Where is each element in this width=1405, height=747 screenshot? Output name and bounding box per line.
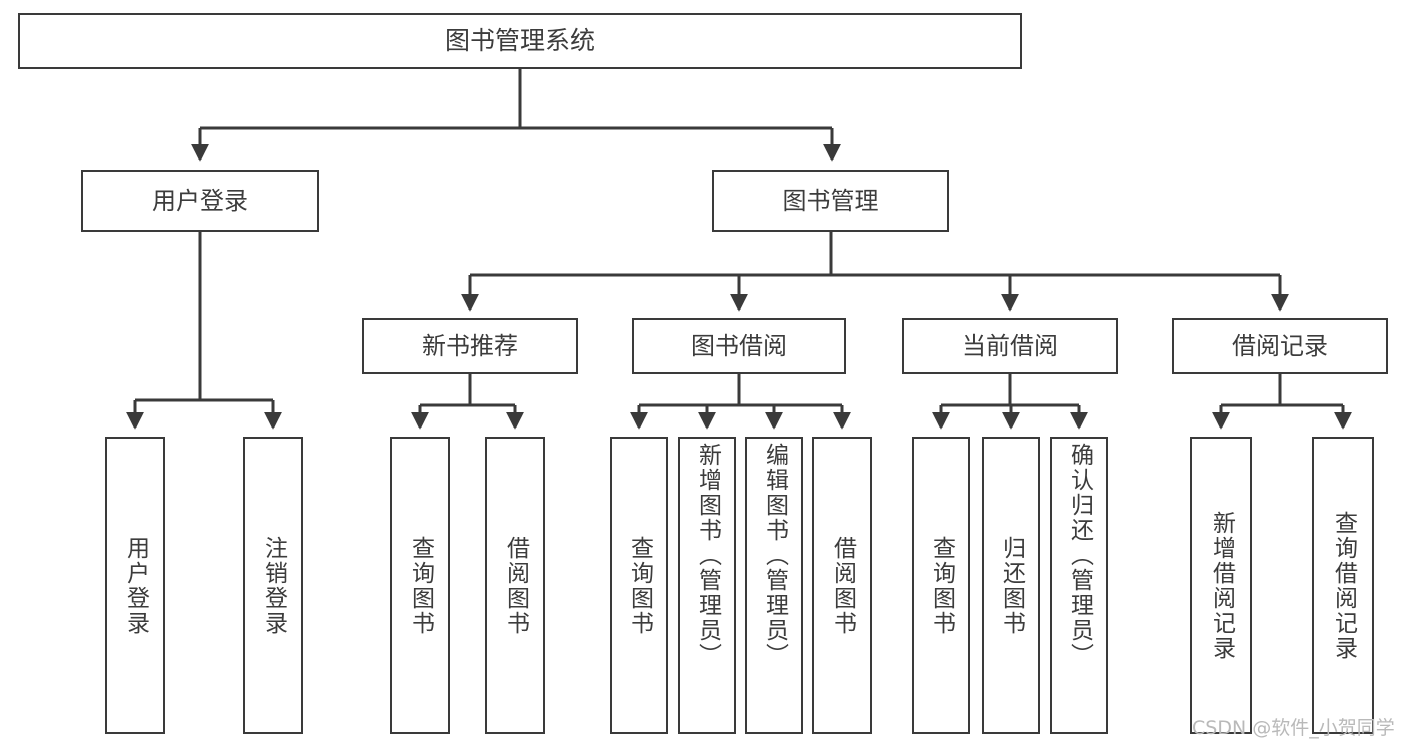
- node-borrow-record-label: 借阅记录: [1232, 331, 1328, 360]
- node-book-borrow-label: 图书借阅: [691, 331, 787, 360]
- node-user-login[interactable]: 用户登录: [81, 170, 319, 232]
- leaf-return-book[interactable]: 归还图书: [982, 437, 1040, 734]
- leaf-query-book-borrow-label: 查询图书: [626, 535, 653, 636]
- leaf-query-book-current-label: 查询图书: [928, 535, 955, 636]
- node-book-borrow[interactable]: 图书借阅: [632, 318, 846, 374]
- leaf-user-login[interactable]: 用户登录: [105, 437, 165, 734]
- node-current-borrow[interactable]: 当前借阅: [902, 318, 1118, 374]
- node-book-management[interactable]: 图书管理: [712, 170, 949, 232]
- node-user-login-label: 用户登录: [152, 186, 248, 215]
- leaf-edit-book-admin-label: 编辑图书（管理员）: [761, 443, 788, 668]
- leaf-query-borrow-record-label: 查询借阅记录: [1330, 510, 1357, 661]
- leaf-add-borrow-record[interactable]: 新增借阅记录: [1190, 437, 1252, 734]
- leaf-user-login-label: 用户登录: [122, 535, 149, 636]
- node-current-borrow-label: 当前借阅: [962, 331, 1058, 360]
- leaf-confirm-return-admin[interactable]: 确认归还（管理员）: [1050, 437, 1108, 734]
- node-new-book-recommend[interactable]: 新书推荐: [362, 318, 578, 374]
- leaf-logout-label: 注销登录: [260, 535, 287, 636]
- leaf-borrow-book-label: 借阅图书: [829, 535, 856, 636]
- node-new-book-recommend-label: 新书推荐: [422, 331, 518, 360]
- leaf-borrow-book-recommend[interactable]: 借阅图书: [485, 437, 545, 734]
- leaf-edit-book-admin[interactable]: 编辑图书（管理员）: [745, 437, 803, 734]
- node-root-label: 图书管理系统: [444, 26, 595, 56]
- leaf-borrow-book[interactable]: 借阅图书: [812, 437, 872, 734]
- leaf-query-borrow-record[interactable]: 查询借阅记录: [1312, 437, 1374, 734]
- node-book-management-label: 图书管理: [782, 186, 879, 215]
- leaf-add-book-admin-label: 新增图书（管理员）: [694, 443, 721, 668]
- leaf-query-book-borrow[interactable]: 查询图书: [610, 437, 668, 734]
- node-borrow-record[interactable]: 借阅记录: [1172, 318, 1388, 374]
- leaf-add-borrow-record-label: 新增借阅记录: [1208, 510, 1235, 661]
- leaf-confirm-return-admin-label: 确认归还（管理员）: [1066, 443, 1093, 668]
- leaf-add-book-admin[interactable]: 新增图书（管理员）: [678, 437, 736, 734]
- leaf-query-book-recommend[interactable]: 查询图书: [390, 437, 450, 734]
- node-root[interactable]: 图书管理系统: [18, 13, 1022, 69]
- leaf-borrow-book-recommend-label: 借阅图书: [502, 535, 529, 636]
- leaf-query-book-current[interactable]: 查询图书: [912, 437, 970, 734]
- leaf-query-book-recommend-label: 查询图书: [407, 535, 434, 636]
- leaf-logout[interactable]: 注销登录: [243, 437, 303, 734]
- leaf-return-book-label: 归还图书: [998, 535, 1025, 636]
